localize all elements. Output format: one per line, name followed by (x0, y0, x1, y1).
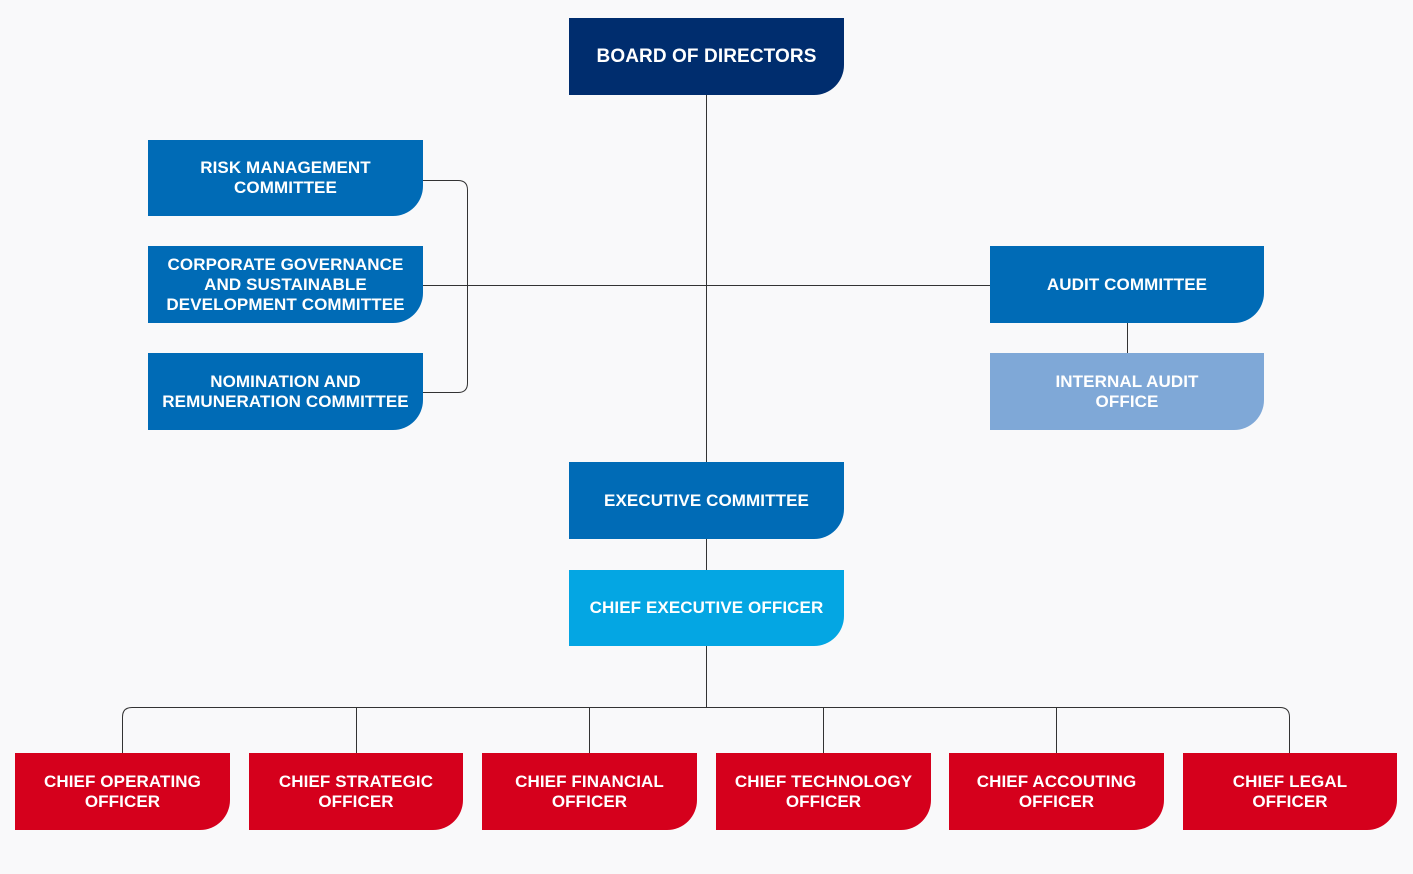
connector-officer-bus (122, 707, 1290, 753)
connector-left-bracket (423, 180, 468, 393)
audit-committee-box: AUDIT COMMITTEE (990, 246, 1264, 323)
chief-technology-officer-box: CHIEF TECHNOLOGY OFFICER (716, 753, 931, 830)
chief-legal-officer-box: CHIEF LEGAL OFFICER (1183, 753, 1397, 830)
chief-financial-officer-box: CHIEF FINANCIAL OFFICER (482, 753, 697, 830)
internal-audit-office-box: INTERNAL AUDIT OFFICE (990, 353, 1264, 430)
risk-management-committee-box: RISK MANAGEMENT COMMITTEE (148, 140, 423, 216)
chief-operating-officer-box: CHIEF OPERATING OFFICER (15, 753, 230, 830)
corporate-governance-committee-box: CORPORATE GOVERNANCE AND SUSTAINABLE DEV… (148, 246, 423, 323)
nomination-remuneration-committee-box: NOMINATION AND REMUNERATION COMMITTEE (148, 353, 423, 430)
executive-committee-box: EXECUTIVE COMMITTEE (569, 462, 844, 539)
board-of-directors-box: BOARD OF DIRECTORS (569, 18, 844, 95)
chief-executive-officer-box: CHIEF EXECUTIVE OFFICER (569, 570, 844, 646)
chief-strategic-officer-box: CHIEF STRATEGIC OFFICER (249, 753, 463, 830)
chief-accounting-officer-box: CHIEF ACCOUTING OFFICER (949, 753, 1164, 830)
